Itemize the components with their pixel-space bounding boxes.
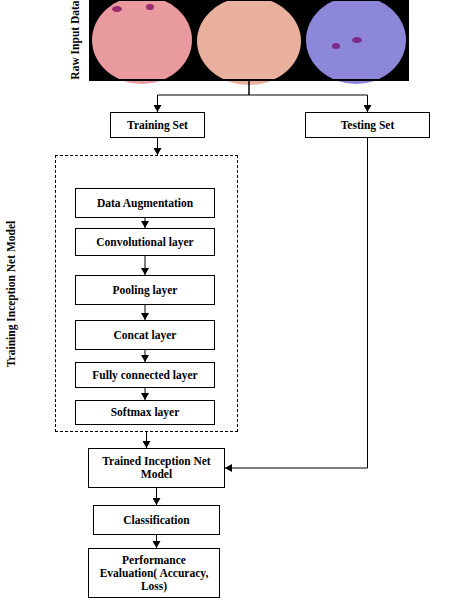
flow-arrow [145,388,146,400]
box-label: Performance Evaluation( Accuracy, Loss) [89,554,219,593]
flow-arrow [145,218,146,228]
layer-box: Concat layer [75,320,215,350]
side-label: Training Inception Net Model [5,220,17,366]
layer-box: Convolutional layer [75,228,215,256]
flow-arrow [146,432,147,448]
flow-arrow [156,488,157,505]
box-label: Pooling layer [110,284,181,297]
blood-cell [306,0,406,84]
parasite-dot [112,6,122,12]
box-label: Trained Inception Net Model [89,455,224,481]
box-label: Data Augmentation [94,197,196,210]
flow-arrow [145,256,146,275]
box-label: Testing Set [338,119,398,132]
layer-box: Pooling layer [75,275,215,305]
dashed-group: Training Inception Net ModelData Augment… [55,155,238,432]
process-box: Testing Set [305,112,430,138]
layer-box: Softmax layer [75,400,215,425]
box-label: Training Set [124,119,191,132]
box-label: Fully connected layer [89,369,200,382]
process-box: Performance Evaluation( Accuracy, Loss) [88,548,220,598]
layer-box: Data Augmentation [75,188,215,218]
image-node: Raw Input Data [90,0,408,80]
process-box: Training Set [110,112,205,138]
blood-cell [197,0,301,85]
flow-arrow [157,138,158,155]
flow-arrow [158,80,250,112]
flow-arrow [156,535,157,548]
box-label: Convolutional layer [93,236,196,249]
parasite-dot [146,4,154,10]
process-box: Trained Inception Net Model [88,448,225,488]
side-label: Raw Input Data [69,0,81,79]
box-label: Classification [120,514,192,527]
flow-arrow [145,350,146,362]
parasite-dot [352,37,362,43]
flow-arrow [145,305,146,320]
layer-box: Fully connected layer [75,362,215,388]
flow-arrow [249,80,368,112]
image-frame [90,0,408,80]
box-label: Concat layer [111,329,180,342]
flow-arrow [225,138,368,468]
box-label: Softmax layer [108,406,183,419]
process-box: Classification [93,505,220,535]
parasite-dot [332,43,340,49]
blood-cell [92,0,192,84]
